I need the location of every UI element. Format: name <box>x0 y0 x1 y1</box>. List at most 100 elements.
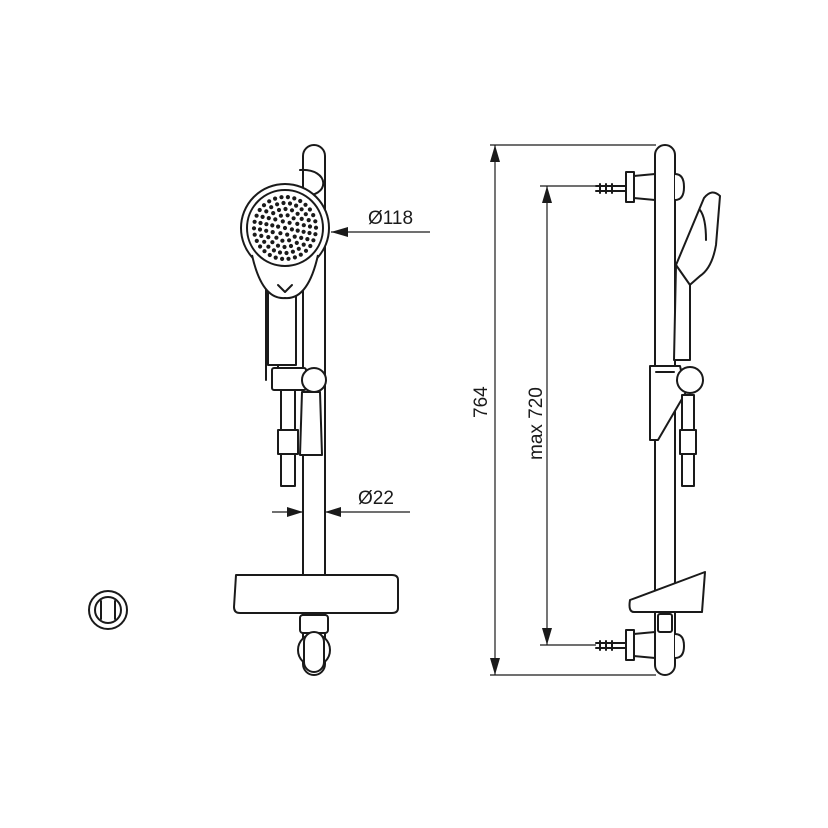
nozzle-dot <box>289 227 294 232</box>
dimension-max-height: max 720 <box>526 185 596 646</box>
label-head-diameter: Ø118 <box>368 208 413 229</box>
front-slider <box>271 367 327 456</box>
nozzle-dot <box>273 217 278 222</box>
side-bottom-bracket <box>595 613 685 661</box>
nozzle-dot <box>275 202 280 207</box>
nozzle-dot <box>280 238 285 243</box>
nozzle-dot <box>260 214 265 219</box>
nozzle-dot <box>291 216 296 221</box>
nozzle-dot <box>307 207 312 212</box>
nozzle-dot <box>303 202 308 207</box>
nozzle-dot <box>276 224 281 229</box>
nozzle-dot <box>289 208 295 213</box>
nozzle-dot <box>270 240 275 245</box>
front-view: Ø118 Ø22 <box>233 144 430 676</box>
nozzle-dot <box>264 222 269 227</box>
nozzle-dot <box>267 199 272 204</box>
nozzle-dot <box>264 228 269 233</box>
dimension-overall-height: 764 <box>471 144 656 676</box>
nozzle-dot <box>261 203 267 208</box>
nozzle-dot <box>307 230 312 236</box>
nozzle-dot <box>273 196 278 201</box>
front-shower-head <box>240 183 330 300</box>
nozzle-dot <box>266 244 271 249</box>
nozzle-dot <box>262 249 267 254</box>
dimension-head-diameter: Ø118 <box>331 208 430 237</box>
side-hose <box>679 394 697 487</box>
front-soap-dish <box>233 574 399 614</box>
nozzle-dot <box>264 209 269 214</box>
nozzle-dot <box>280 256 285 261</box>
nozzle-dot <box>278 231 283 236</box>
nozzle-dot <box>275 243 281 248</box>
nozzle-dot <box>285 213 290 218</box>
nozzle-dot <box>270 223 275 228</box>
front-nozzle-pattern <box>251 195 319 261</box>
nozzle-dot <box>298 252 303 257</box>
nozzle-dot <box>281 200 286 206</box>
nozzle-dot <box>301 242 306 247</box>
nozzle-dot <box>283 206 288 212</box>
nozzle-dot <box>287 220 292 225</box>
side-slider <box>649 365 704 441</box>
nozzle-dot <box>276 207 282 213</box>
nozzle-dot <box>290 249 295 254</box>
nozzle-dot <box>292 255 297 260</box>
side-soap-dish <box>628 571 706 613</box>
nozzle-dot <box>295 228 300 233</box>
nozzle-dot <box>299 235 304 240</box>
nozzle-dot <box>258 244 263 249</box>
nozzle-dot <box>299 207 304 212</box>
nozzle-dot <box>273 255 278 260</box>
nozzle-dot <box>267 252 272 258</box>
wall-bracket-detail <box>88 590 128 630</box>
nozzle-dot <box>305 237 310 242</box>
nozzle-dot <box>296 246 301 251</box>
nozzle-dot <box>282 225 288 231</box>
nozzle-dot <box>303 212 308 217</box>
nozzle-dot <box>266 235 271 240</box>
nozzle-dot <box>284 250 289 256</box>
nozzle-dot <box>308 243 313 249</box>
nozzle-dot <box>279 195 284 200</box>
nozzle-dot <box>298 198 303 204</box>
nozzle-dot <box>313 232 318 237</box>
label-max-height: max 720 <box>526 387 547 460</box>
nozzle-dot <box>311 213 316 218</box>
nozzle-dot <box>313 225 319 230</box>
nozzle-dot <box>254 213 259 218</box>
nozzle-dot <box>277 250 283 255</box>
nozzle-dot <box>299 216 304 221</box>
nozzle-dot <box>271 248 276 253</box>
nozzle-dot <box>257 207 262 213</box>
nozzle-dot <box>259 233 264 238</box>
nozzle-dot <box>252 219 257 224</box>
nozzle-dot <box>285 232 290 237</box>
nozzle-dot <box>257 227 263 232</box>
nozzle-dot <box>301 223 306 228</box>
label-overall-height: 764 <box>471 386 492 418</box>
label-rail-diameter: Ø22 <box>358 488 394 509</box>
nozzle-dot <box>254 238 259 243</box>
nozzle-dot <box>269 205 274 210</box>
nozzle-dot <box>271 211 276 216</box>
nozzle-dot <box>313 219 318 224</box>
nozzle-dot <box>262 239 267 244</box>
nozzle-dot <box>292 234 297 239</box>
nozzle-dot <box>295 221 300 226</box>
nozzle-dot <box>278 213 283 218</box>
nozzle-dot <box>288 243 294 249</box>
nozzle-dot <box>303 248 309 253</box>
nozzle-dot <box>287 201 293 206</box>
nozzle-dot <box>282 244 287 250</box>
nozzle-dot <box>294 203 299 208</box>
side-view: 764 max 720 <box>471 144 721 676</box>
nozzle-dot <box>295 211 300 216</box>
nozzle-dot <box>266 216 271 221</box>
nozzle-dot <box>285 195 290 200</box>
nozzle-dot <box>274 235 279 240</box>
nozzle-dot <box>294 240 299 245</box>
side-shower-head <box>673 191 721 361</box>
nozzle-dot <box>280 219 285 224</box>
